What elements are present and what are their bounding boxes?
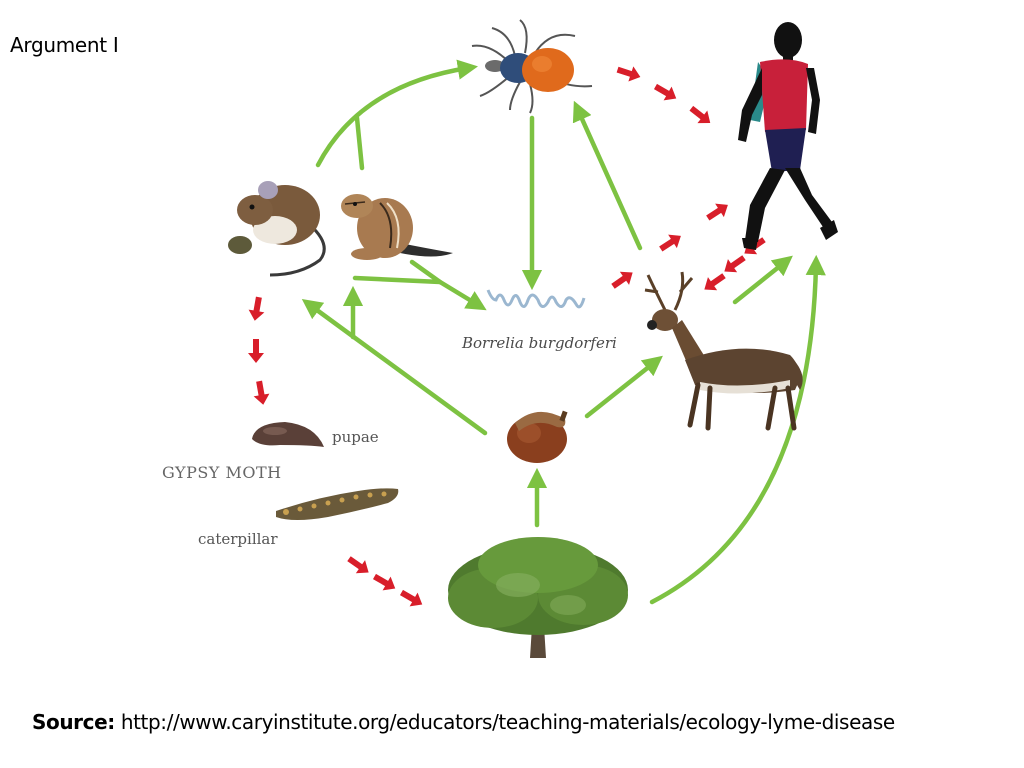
acorn-icon — [507, 410, 568, 463]
arrow-rodents-to-bacteria — [352, 275, 487, 311]
deer-icon — [644, 271, 803, 431]
mouse-icon — [228, 181, 326, 277]
oak-tree-icon — [448, 537, 628, 658]
source-citation: Source: http://www.caryinstitute.org/edu… — [32, 710, 895, 734]
arrow-deer-to-hiker — [732, 255, 793, 305]
green-arrows — [301, 59, 826, 605]
borrelia-label: Borrelia burgdorferi — [462, 334, 617, 352]
tick-icon — [471, 19, 593, 114]
hiker-icon — [738, 22, 838, 250]
pupae-label: pupae — [332, 428, 379, 446]
pupae-icon — [252, 422, 324, 447]
gypsy-moth-label: GYPSY MOTH — [162, 463, 282, 482]
slide-title: Argument I — [10, 33, 119, 57]
caterpillar-icon — [276, 488, 399, 520]
source-label: Source: — [32, 710, 115, 734]
arrow-oak-to-hiker — [649, 254, 826, 605]
arrow-deer-to-tick — [572, 100, 643, 251]
caterpillar-label: caterpillar — [198, 530, 278, 548]
arrow-acorn-to-mouse — [301, 299, 488, 436]
arrow-acorn-to-deer — [584, 355, 663, 419]
chipmunk-icon — [341, 194, 453, 260]
arrow-rodents-to-tick — [315, 59, 479, 168]
spirochete-icon — [486, 289, 586, 309]
source-url[interactable]: http://www.caryinstitute.org/educators/t… — [120, 710, 895, 734]
